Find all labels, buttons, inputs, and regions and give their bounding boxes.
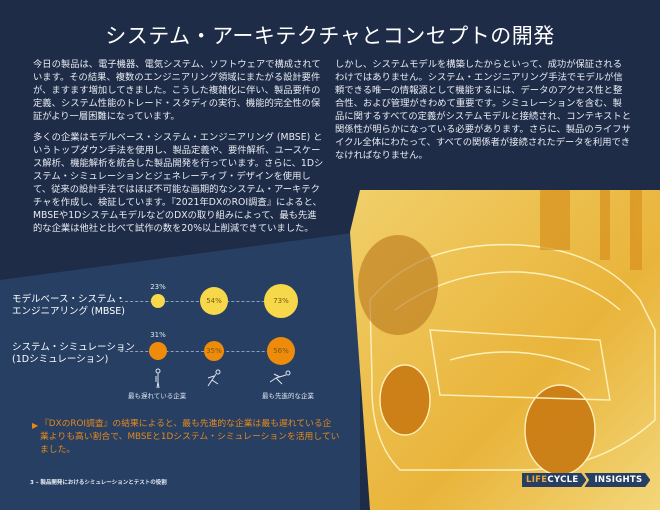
bubble: 73%	[263, 283, 299, 319]
left-column: 今日の製品は、電子機器、電気システム、ソフトウェアで構成されています。その結果、…	[33, 58, 325, 243]
standing-person-icon	[155, 368, 161, 389]
label-line: エンジニアリング (MBSE)	[12, 306, 126, 317]
bubble-label: 35%	[206, 346, 222, 355]
callout-text: 『DXのROI調査』の結果によると、最も先進的な企業は最も遅れている企業よりも高…	[40, 419, 340, 455]
logo-part2: INSIGHTS	[584, 473, 651, 487]
category-label-laggard: 最も遅れている企業	[128, 392, 187, 400]
callout: ▶ 『DXのROI調査』の結果によると、最も先進的な企業は最も遅れている企業より…	[32, 418, 340, 457]
bubble: 23%	[150, 283, 166, 309]
person-icons	[155, 368, 291, 389]
logo-part1: LIFECYCLE	[522, 473, 587, 487]
bubble-label: 54%	[206, 296, 222, 305]
lifecycle-insights-logo: LIFECYCLE INSIGHTS	[522, 473, 651, 487]
triangle-bullet-icon: ▶	[32, 421, 39, 430]
page-footer: 3 – 製品開発におけるシミュレーションとテストの役割	[30, 480, 167, 486]
bubble-label: 23%	[150, 282, 166, 291]
row-label-sim: システム・シミュレーション(1Dシミュレーション)	[12, 342, 135, 366]
label-line: システム・シミュレーション	[12, 342, 135, 353]
bubble: 35%	[203, 340, 225, 362]
paragraph: 今日の製品は、電子機器、電気システム、ソフトウェアで構成されています。その結果、…	[33, 59, 321, 122]
bubble: 54%	[199, 286, 229, 316]
category-label-leader: 最も先進的な企業	[262, 392, 314, 400]
label-line: (1Dシミュレーション)	[12, 354, 109, 365]
bubble-label: 56%	[273, 346, 289, 355]
row-label-mbse: モデルベース・システム・エンジニアリング (MBSE)	[12, 294, 125, 318]
sprinting-person-icon	[269, 370, 291, 385]
paragraph: しかし、システムモデルを構築したからといって、成功が保証されるわけではありません…	[335, 59, 632, 161]
bubble-label: 73%	[273, 296, 289, 305]
running-person-icon	[207, 369, 221, 387]
paragraph: 多くの企業はモデルベース・システム・エンジニアリング (MBSE) というトップ…	[33, 132, 324, 234]
right-column: しかし、システムモデルを構築したからといって、成功が保証されるわけではありません…	[335, 58, 631, 170]
logo-cycle: CYCLE	[547, 475, 579, 485]
bubble: 31%	[148, 331, 168, 361]
car-illustration	[369, 243, 656, 476]
label-line: モデルベース・システム・	[12, 294, 126, 305]
page-title: システム・アーキテクチャとコンセプトの開発	[105, 24, 555, 48]
bubble: 56%	[266, 336, 296, 366]
bubble-label: 31%	[150, 330, 166, 339]
logo-life: LIFE	[526, 475, 548, 485]
